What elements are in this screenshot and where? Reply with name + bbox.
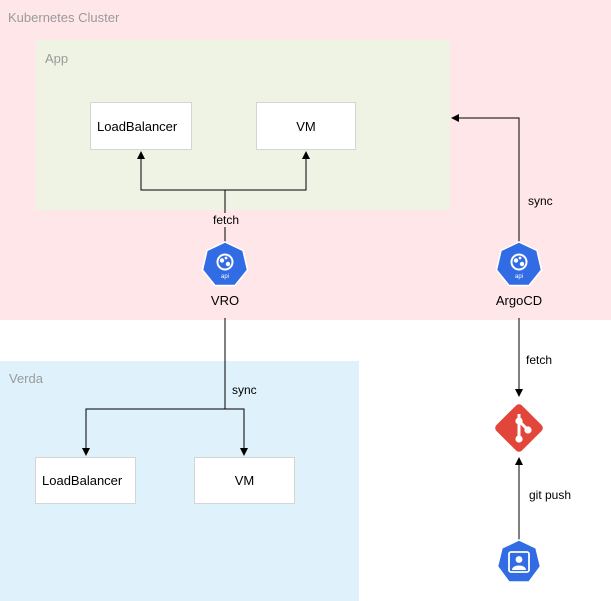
git-icon[interactable] <box>488 397 550 459</box>
app-label: App <box>45 51 69 66</box>
argocd-fetch-label: fetch <box>526 353 553 367</box>
vro-fetch-label: fetch <box>210 213 242 227</box>
verda-loadbalancer-label: LoadBalancer <box>42 473 123 488</box>
svg-text:api: api <box>221 274 229 280</box>
argocd-sync-label: sync <box>528 194 553 208</box>
argocd-label: ArgoCD <box>495 293 543 308</box>
user-icon[interactable] <box>496 539 542 589</box>
edge-vro-sync-vm <box>225 408 248 456</box>
svg-text:api: api <box>515 274 523 280</box>
app-loadbalancer-label: LoadBalancer <box>97 118 178 134</box>
edge-vro-fetch <box>137 151 226 242</box>
app-vm-label: VM <box>296 118 316 134</box>
verda-label: Verda <box>9 371 43 386</box>
vro-label: VRO <box>210 293 240 308</box>
edge-vro-fetch-vm <box>225 151 310 191</box>
edge-vro-sync <box>82 318 226 456</box>
verda-vm-label: VM <box>234 473 255 488</box>
kubernetes-cluster-label: Kubernetes Cluster <box>8 10 120 25</box>
argocd-kubernetes-api-icon[interactable]: api <box>495 241 543 289</box>
verda-loadbalancer-box[interactable]: LoadBalancer <box>35 457 136 504</box>
vro-sync-label: sync <box>232 383 257 397</box>
edge-argocd-sync <box>451 114 520 242</box>
verda-vm-box[interactable]: VM <box>194 457 295 504</box>
app-loadbalancer-box[interactable]: LoadBalancer <box>90 102 192 150</box>
vro-kubernetes-api-icon[interactable]: api <box>201 241 249 289</box>
git-push-label: git push <box>529 488 572 502</box>
app-vm-box[interactable]: VM <box>256 102 356 150</box>
